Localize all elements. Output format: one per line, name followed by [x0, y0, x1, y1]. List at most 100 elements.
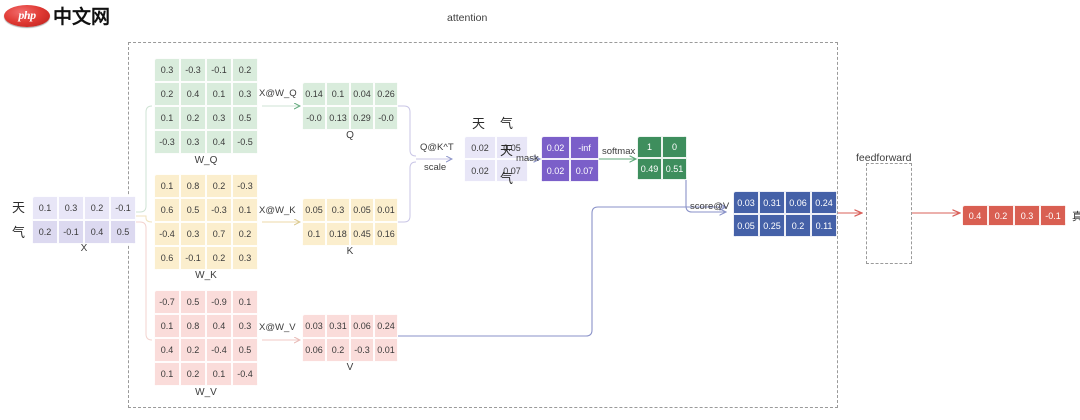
- matrix-cell: 0.49: [637, 158, 662, 180]
- matrix-cell: 0.1: [154, 314, 180, 338]
- matrix-cell: 0.05: [496, 136, 528, 159]
- matrix-cell: 1: [637, 136, 662, 158]
- matrix-cell: 0.1: [206, 82, 232, 106]
- matrix-cell: 0.4: [84, 220, 110, 244]
- matrix-cell: 0.2: [154, 82, 180, 106]
- matrix-cell: 0.18: [326, 222, 350, 246]
- matrix-cell: 0.11: [811, 214, 837, 237]
- matrix-cell: 0.1: [32, 196, 58, 220]
- matrix-cell: -0.7: [154, 290, 180, 314]
- attention-title: attention: [447, 12, 488, 24]
- matrix-cell: 0.03: [302, 314, 326, 338]
- scores-col-label-qi: 气: [500, 117, 514, 132]
- matrix-cell: 0.2: [785, 214, 811, 237]
- op-label-mask: mask: [516, 153, 539, 164]
- matrix-cell: 0.1: [326, 82, 350, 106]
- output-token-label: 真: [1072, 210, 1080, 223]
- matrix-cell: 0.06: [350, 314, 374, 338]
- scores-row-label-tian: 天: [500, 144, 514, 159]
- matrix-cell: 0.1: [154, 174, 180, 198]
- matrix-cell: 0.2: [326, 338, 350, 362]
- matrix-cell: 0.25: [759, 214, 785, 237]
- matrix-cell: 0.2: [232, 58, 258, 82]
- matrix-cell: 0.3: [206, 106, 232, 130]
- matrix-cell: 0.5: [180, 198, 206, 222]
- site-name-label: 中文网: [53, 6, 111, 28]
- matrix-cell: 0.3: [326, 198, 350, 222]
- matrix-cell: 0.2: [180, 362, 206, 386]
- matrix-cell: 0.06: [785, 191, 811, 214]
- matrix-cell: 0.02: [464, 159, 496, 182]
- matrix-cell: 0.1: [302, 222, 326, 246]
- matrix-cell: 0.6: [154, 246, 180, 270]
- matrix-cell: 0.2: [32, 220, 58, 244]
- matrix-cell: -0.1: [58, 220, 84, 244]
- op-label-x-at-wv: X@W_V: [259, 322, 296, 333]
- matrix-cell: -0.1: [110, 196, 136, 220]
- matrix-wk-caption: W_K: [195, 270, 217, 281]
- matrix-wv-caption: W_V: [195, 387, 217, 398]
- op-label-scale: scale: [424, 162, 447, 173]
- matrix-cell: -0.4: [232, 362, 258, 386]
- matrix-cell: -0.0: [374, 106, 398, 130]
- matrix-cell: 0.05: [733, 214, 759, 237]
- matrix-x-caption: X: [80, 243, 88, 254]
- matrix-cell: 0.07: [496, 159, 528, 182]
- matrix-cell: -0.3: [180, 58, 206, 82]
- matrix-cell: 0.3: [232, 314, 258, 338]
- matrix-cell: 0: [662, 136, 687, 158]
- matrix-cell: 0.31: [759, 191, 785, 214]
- matrix-cell: 0.24: [811, 191, 837, 214]
- matrix-cell: -0.4: [154, 222, 180, 246]
- scores-col-label-tian: 天: [472, 117, 486, 132]
- matrix-cell: 0.29: [350, 106, 374, 130]
- matrix-cell: 0.5: [110, 220, 136, 244]
- matrix-cell: -0.5: [232, 130, 258, 154]
- matrix-cell: 0.07: [570, 159, 599, 182]
- matrix-cell: 0.4: [962, 205, 988, 226]
- matrix-cell: 0.3: [1014, 205, 1040, 226]
- matrix-cell: 0.31: [326, 314, 350, 338]
- php-logo-badge: php: [4, 4, 50, 27]
- matrix-cell: 0.02: [464, 136, 496, 159]
- matrix-cell: 0.05: [350, 198, 374, 222]
- matrix-cell: 0.02: [541, 159, 570, 182]
- feedforward-block: [866, 163, 912, 264]
- matrix-cell: 0.4: [206, 314, 232, 338]
- matrix-cell: 0.2: [206, 246, 232, 270]
- matrix-cell: -0.3: [232, 174, 258, 198]
- x-row-label-qi: 气: [12, 226, 26, 241]
- matrix-cell: 0.04: [350, 82, 374, 106]
- matrix-cell: 0.3: [232, 246, 258, 270]
- matrix-cell: 0.8: [180, 314, 206, 338]
- matrix-cell: 0.2: [988, 205, 1014, 226]
- matrix-cell: 0.1: [154, 106, 180, 130]
- matrix-cell: -0.1: [206, 58, 232, 82]
- feedforward-title: feedforward: [856, 152, 912, 164]
- x-row-label-tian: 天: [12, 201, 26, 216]
- matrix-cell: 0.4: [154, 338, 180, 362]
- matrix-cell: 0.3: [154, 58, 180, 82]
- matrix-cell: 0.3: [232, 82, 258, 106]
- matrix-cell: 0.6: [154, 198, 180, 222]
- matrix-wq-caption: W_Q: [194, 155, 218, 166]
- matrix-cell: -0.3: [206, 198, 232, 222]
- op-label-qkt: Q@K^T: [420, 142, 454, 153]
- matrix-cell: 0.06: [302, 338, 326, 362]
- matrix-cell: 0.2: [180, 338, 206, 362]
- matrix-cell: -0.4: [206, 338, 232, 362]
- matrix-cell: 0.1: [206, 362, 232, 386]
- matrix-cell: 0.2: [180, 106, 206, 130]
- matrix-cell: 0.4: [206, 130, 232, 154]
- matrix-cell: 0.5: [180, 290, 206, 314]
